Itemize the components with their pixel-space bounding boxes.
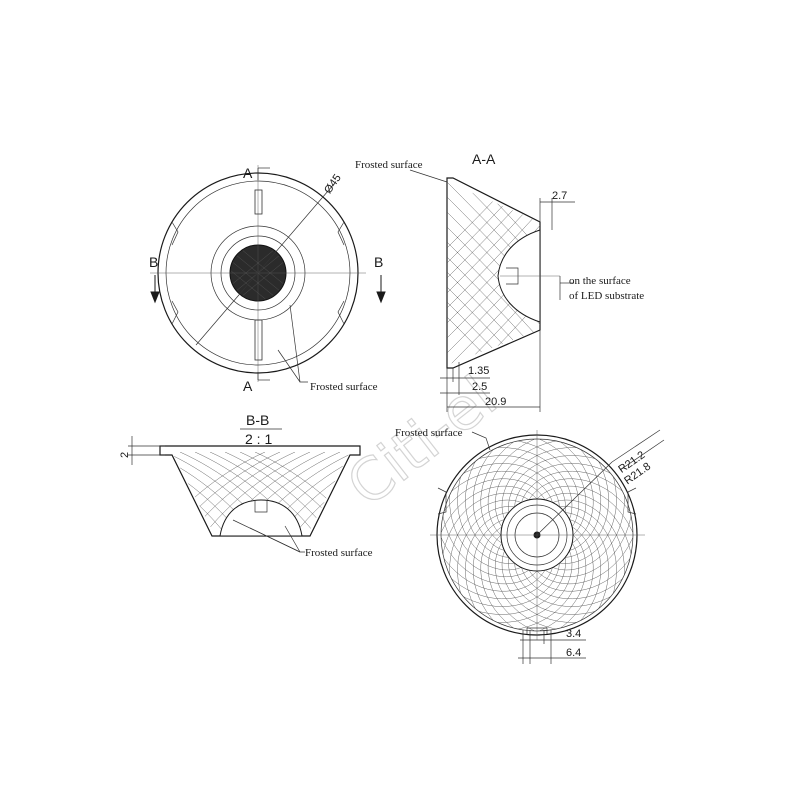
mesh-line [521,470,627,503]
mesh-line [494,542,562,631]
mesh-line [494,439,562,528]
aa-frosted-label: Frosted surface [355,159,423,171]
top-frosted-label: Frosted surface [310,381,378,393]
mesh-line [514,463,616,507]
aa-title: A-A [472,151,496,167]
mesh-line [491,550,573,623]
mesh-line [472,445,505,551]
mesh-line [473,557,566,615]
aa-mesh [447,182,540,365]
mesh-line [565,456,609,558]
bottom-frosted-label: Frosted surface [395,427,463,439]
mesh-line [528,478,633,517]
section-bb-view: B-B 2 : 1 2 Frosted surface [119,412,373,559]
mesh-line [441,532,538,585]
bb-scale: 2 : 1 [245,431,272,447]
label-section-a-top: A [243,165,253,181]
mesh-line [480,439,519,544]
mesh-line [441,553,546,592]
mesh-line [534,439,587,536]
section-arrow-right [376,275,386,304]
mesh-line [441,478,546,517]
mesh-line [473,455,566,513]
bb-mesh [172,452,350,530]
aa-led-note-2: of LED substrate [569,290,644,302]
bottom-view: Frosted surface R21.2 R21.8 3.4 6.4 [395,427,665,664]
aa-dim-2: 2.5 [472,381,487,393]
bb-frosted-label: Frosted surface [305,547,373,559]
mesh-line [447,470,553,503]
mesh-line [457,506,515,599]
mesh-line [458,463,560,507]
label-section-a-bottom: A [243,378,253,394]
mesh-line [559,471,617,564]
mesh-line [521,567,627,600]
mesh-line [457,471,515,564]
mesh-line [501,550,583,623]
mesh-line [555,526,594,631]
mesh-line [544,492,633,560]
mesh-line [534,534,587,631]
mesh-line [487,439,540,536]
diameter-label: Ø45 [322,172,344,196]
mesh-line [487,534,540,631]
mesh-line [528,553,633,592]
mesh-line [480,526,519,631]
mesh-line [501,447,583,520]
mesh-line [552,489,625,571]
mesh-line [458,563,560,607]
slot-dim-inner: 3.4 [566,628,581,640]
mesh-line [512,439,580,528]
mesh-line [544,510,633,578]
mesh-line [552,499,625,581]
mesh-line [569,519,602,625]
mesh-line [559,506,617,599]
mesh-line [472,519,505,625]
aa-dim-1: 1.35 [468,365,489,377]
mesh-line [555,439,594,544]
mesh-line [569,445,602,551]
slot-dim-outer: 6.4 [566,647,581,659]
bb-dim-height: 2 [119,452,131,458]
mesh-line [491,447,573,520]
mesh-line [536,532,633,585]
section-arrow-left [150,275,160,304]
aa-led-note-1: on the surface [569,275,631,287]
mesh-line [465,512,509,614]
label-section-b-left: B [149,254,158,270]
top-view: A A B B Ø45 Frosted surface [149,165,386,394]
mesh-line [514,563,616,607]
engraving-bottom [254,319,263,361]
mesh-line [441,485,538,538]
mesh-line [441,492,530,560]
aa-dim-3: 20.9 [485,396,506,408]
mesh-line [508,557,601,615]
bottom-mesh [441,439,633,631]
section-aa-view: A-A Frosted surface on the surface of LE… [355,151,644,412]
mesh-line [465,456,509,558]
mesh-line [449,499,522,581]
aa-dim-top: 2.7 [552,190,567,202]
mesh-line [449,489,522,571]
label-section-b-right: B [374,254,383,270]
engraving-top [254,189,263,215]
bb-title: B-B [246,412,269,428]
mesh-line [441,510,530,578]
mesh-line [512,542,580,631]
mesh-line [447,567,553,600]
mesh-line [508,455,601,513]
bb-cavity [219,499,303,537]
mesh-line [565,512,609,614]
